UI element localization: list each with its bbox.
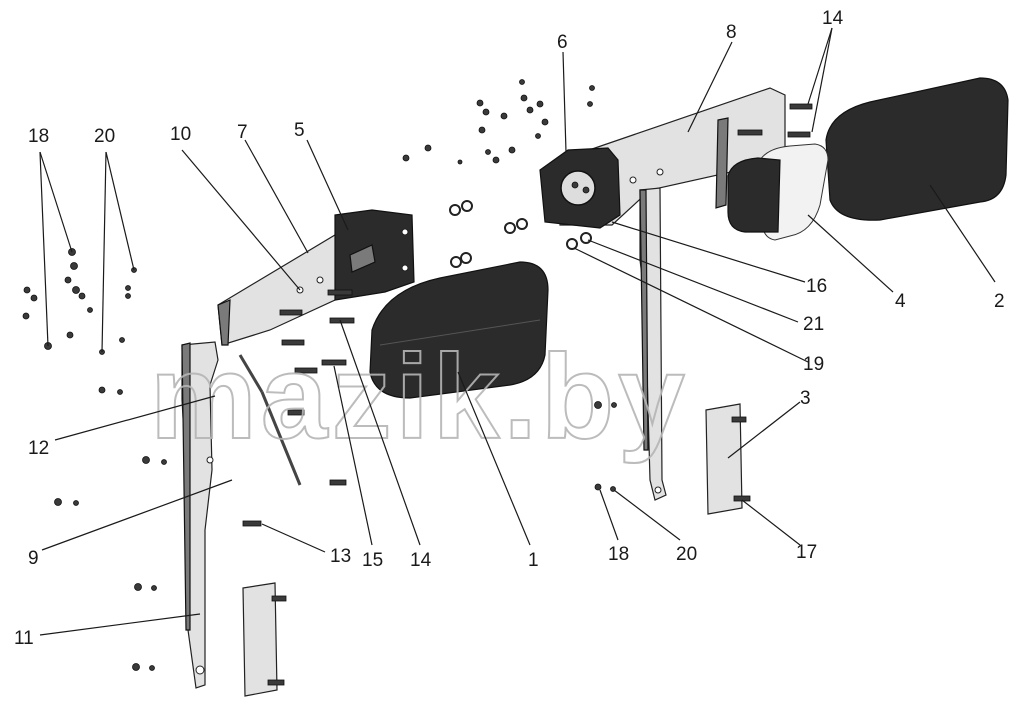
- label-12: 12: [28, 438, 49, 459]
- label-3: 3: [800, 388, 811, 409]
- label-6: 6: [557, 32, 568, 53]
- label-19: 19: [803, 354, 824, 375]
- label-1: 1: [528, 550, 539, 571]
- left-console: [334, 209, 415, 301]
- right-vertical-bracket: [639, 187, 667, 501]
- label-7: 7: [237, 122, 248, 143]
- label-20-top: 20: [94, 126, 115, 147]
- label-15: 15: [362, 550, 383, 571]
- left-lower-plate: [242, 582, 287, 697]
- label-5: 5: [294, 120, 305, 141]
- left-bolts: [242, 289, 355, 527]
- label-14-top: 14: [822, 8, 844, 29]
- right-lower-plate: [705, 403, 751, 515]
- left-vertical-bracket: [181, 341, 219, 689]
- label-20-bottom: 20: [676, 544, 697, 565]
- right-lamp: [825, 77, 1009, 221]
- label-11: 11: [14, 628, 34, 649]
- right-top-bolts: [787, 103, 813, 138]
- label-17: 17: [796, 542, 817, 563]
- label-8: 8: [726, 22, 737, 43]
- label-2: 2: [994, 291, 1005, 312]
- right-lamp-lens: [727, 143, 829, 241]
- part-labels: 18 20 10 7 5 6 8 14 16 4 2 21 19 3 12 9 …: [14, 8, 1005, 649]
- label-16: 16: [806, 276, 827, 297]
- left-small-fasteners: [22, 248, 167, 671]
- label-4: 4: [895, 291, 906, 312]
- label-18-bottom: 18: [608, 544, 629, 565]
- label-21: 21: [803, 314, 824, 335]
- label-13: 13: [330, 546, 351, 567]
- leader-lines: [39, 27, 996, 636]
- washers: [449, 200, 592, 268]
- watermark-text: mazik.by: [150, 330, 689, 464]
- right-console: [539, 147, 621, 229]
- label-14-bottom: 14: [410, 550, 432, 571]
- label-10: 10: [170, 124, 191, 145]
- left-rod: [238, 354, 302, 486]
- left-lamp: [369, 261, 549, 399]
- label-18-top: 18: [28, 126, 49, 147]
- right-small-fasteners: [402, 79, 617, 492]
- label-9: 9: [28, 548, 39, 569]
